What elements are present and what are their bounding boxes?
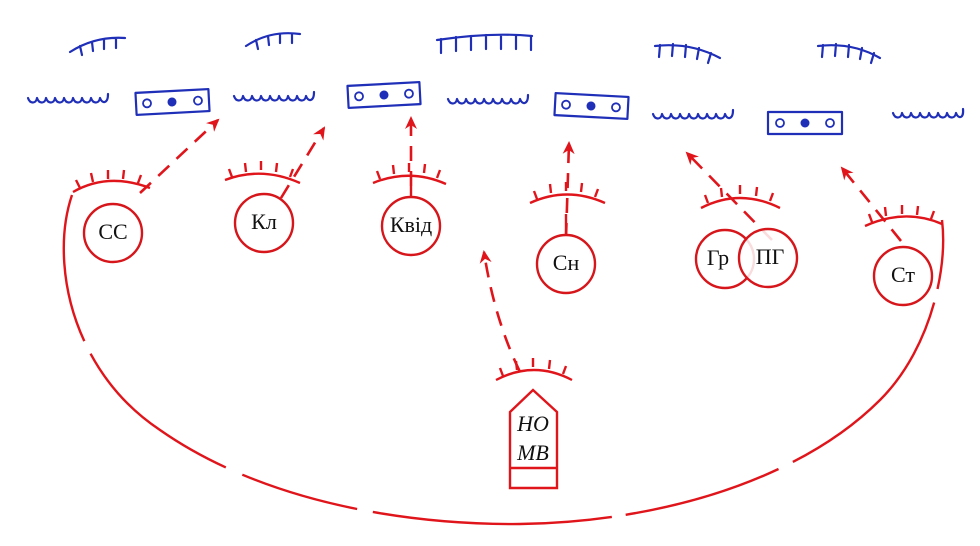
blue-arc-icon <box>816 42 882 65</box>
advance-arrow-icon <box>279 126 326 199</box>
advance-arrow-icon <box>139 118 220 194</box>
unit-label-ss: СС <box>98 219 127 244</box>
blue-coil-icon <box>446 93 530 105</box>
advance-arrow-icon <box>479 250 522 373</box>
blue-arc-icon <box>435 33 534 55</box>
unit-label-kl: Кл <box>251 209 277 234</box>
boundary-dashed-curve <box>62 194 945 526</box>
observation-arc-icon <box>700 185 781 210</box>
observation-arc-icon <box>864 205 943 228</box>
observation-arc-icon <box>224 161 301 185</box>
unit-circle-sn <box>535 233 597 295</box>
headquarters-label-line1: НО <box>516 411 549 436</box>
unit-label-st: Ст <box>891 262 915 287</box>
blue-arc-icon <box>244 32 302 51</box>
blue-arc-icon <box>653 42 722 65</box>
unit-circle-kl <box>233 192 295 254</box>
observation-arc-icon <box>495 358 573 382</box>
blue-arc-icon <box>68 36 127 57</box>
observation-arc-icon <box>72 169 151 194</box>
unit-circle-ss <box>82 202 144 264</box>
blue-coil-icon <box>891 107 965 119</box>
headquarters-label-line2: МВ <box>516 440 549 465</box>
unit-label-kvid: Квід <box>390 212 432 237</box>
blue-post-icon <box>346 81 422 109</box>
observation-arc-icon <box>529 182 606 205</box>
blue-post-icon <box>553 92 630 121</box>
unit-circle-kvid <box>380 195 442 257</box>
blue-post-icon <box>134 87 211 116</box>
blue-post-icon <box>766 110 844 136</box>
blue-coil-icon <box>651 108 735 120</box>
advance-arrow-icon <box>840 166 903 242</box>
headquarters-icon <box>508 388 559 490</box>
unit-label-pg: ПГ <box>756 244 785 269</box>
blue-coil-icon <box>26 92 110 104</box>
advance-arrow-icon <box>685 151 773 241</box>
unit-label-gr: Гр <box>707 245 729 270</box>
advance-arrow-icon <box>562 141 575 239</box>
own-forces-layer: СС Кл Квід Сн Гр ПГ Ст НО МВ <box>62 116 945 526</box>
unit-circle-pg <box>737 227 799 289</box>
unit-label-sn: Сн <box>553 250 580 275</box>
observation-arc-icon <box>372 163 447 186</box>
blue-coil-icon <box>232 90 316 102</box>
adversary-layer <box>26 32 965 136</box>
unit-circle-st <box>872 245 934 307</box>
